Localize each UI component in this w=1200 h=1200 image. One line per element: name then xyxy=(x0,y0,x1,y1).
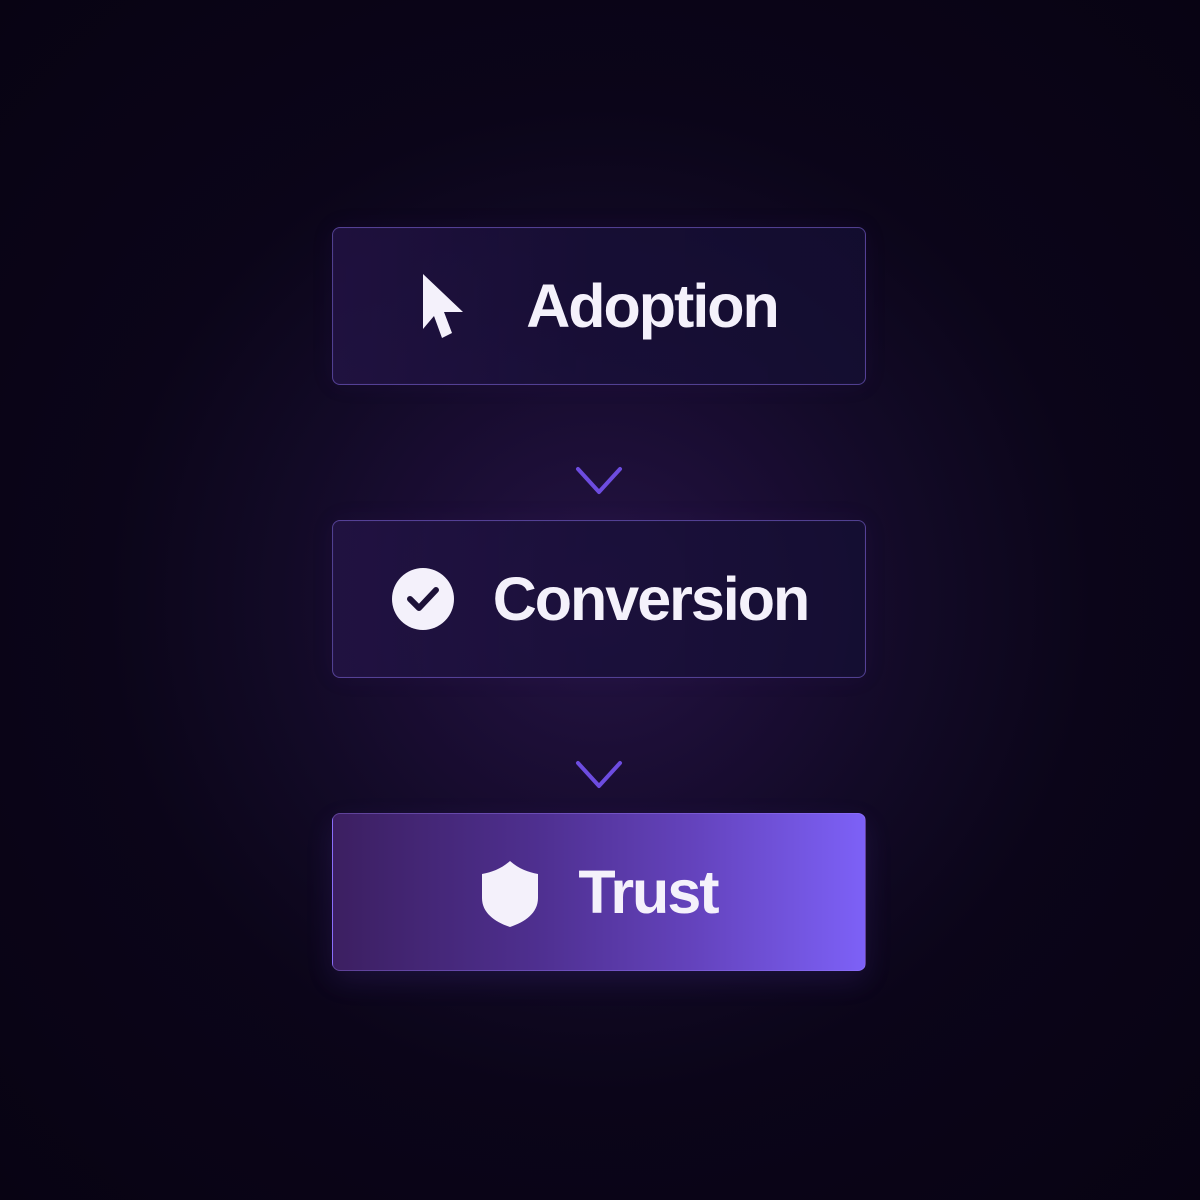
trust-label: Trust xyxy=(578,857,719,926)
adoption-step: Adoption xyxy=(332,227,866,385)
conversion-step: Conversion xyxy=(332,520,866,678)
trust-step: Trust xyxy=(332,813,866,971)
conversion-content: Conversion xyxy=(390,564,811,633)
shield-icon xyxy=(482,861,539,927)
down-arrow-icon xyxy=(576,413,622,494)
conversion-flow: Adoption Conversion xyxy=(332,227,868,973)
adoption-content: Adoption xyxy=(420,271,780,340)
trust-content: Trust xyxy=(480,857,720,927)
cursor-icon xyxy=(423,274,464,338)
down-arrow-icon xyxy=(576,707,622,788)
conversion-label: Conversion xyxy=(492,564,811,633)
adoption-label: Adoption xyxy=(526,271,780,340)
check-circle-icon xyxy=(391,568,454,630)
